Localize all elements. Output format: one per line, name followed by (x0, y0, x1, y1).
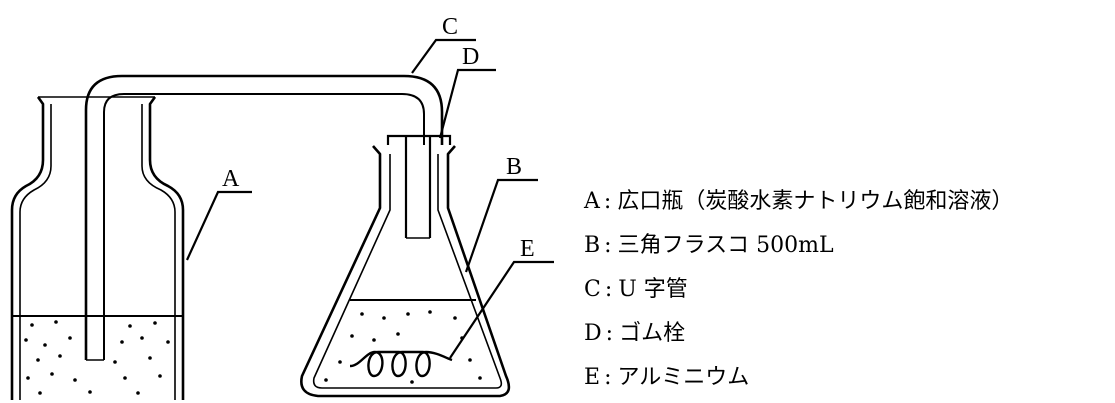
legend-text: アルミニウム (617, 365, 750, 390)
callout-label-a: A (222, 166, 240, 192)
aluminium-coil (349, 350, 453, 378)
legend-text: ゴム栓 (619, 321, 686, 346)
callout-label-b: B (506, 154, 522, 180)
legend-text: 三角フラスコ 500mL (617, 233, 834, 258)
bottle-liquid-dots (24, 320, 170, 395)
callout-leaders (185, 38, 554, 359)
flask-liquid-dots (324, 310, 482, 384)
legend-item-a: A:広口瓶（炭酸水素ナトリウム飽和溶液） (584, 180, 1013, 224)
legend-item-d: D:ゴム栓 (584, 312, 1013, 356)
legend-item-c: C:U 字管 (584, 268, 1013, 312)
wide-mouth-bottle (10, 96, 185, 400)
callout-label-c: C (442, 14, 458, 40)
legend: A:広口瓶（炭酸水素ナトリウム飽和溶液） B:三角フラスコ 500mL C:U … (584, 180, 1013, 400)
legend-text: 広口瓶（炭酸水素ナトリウム飽和溶液） (617, 189, 1014, 214)
legend-key: E (584, 365, 601, 390)
callout-label-e: E (520, 236, 535, 262)
rubber-stopper (386, 134, 452, 239)
legend-text: U 字管 (618, 277, 688, 302)
legend-item-e: E:アルミニウム (584, 356, 1013, 400)
legend-key: C (584, 277, 601, 302)
callout-label-d: D (462, 44, 479, 70)
legend-key: A (584, 189, 600, 214)
legend-key: B (584, 233, 601, 258)
erlenmeyer-flask (300, 145, 511, 398)
u-tube (84, 74, 444, 361)
legend-item-b: B:三角フラスコ 500mL (584, 224, 1013, 268)
legend-key: D (584, 321, 602, 346)
